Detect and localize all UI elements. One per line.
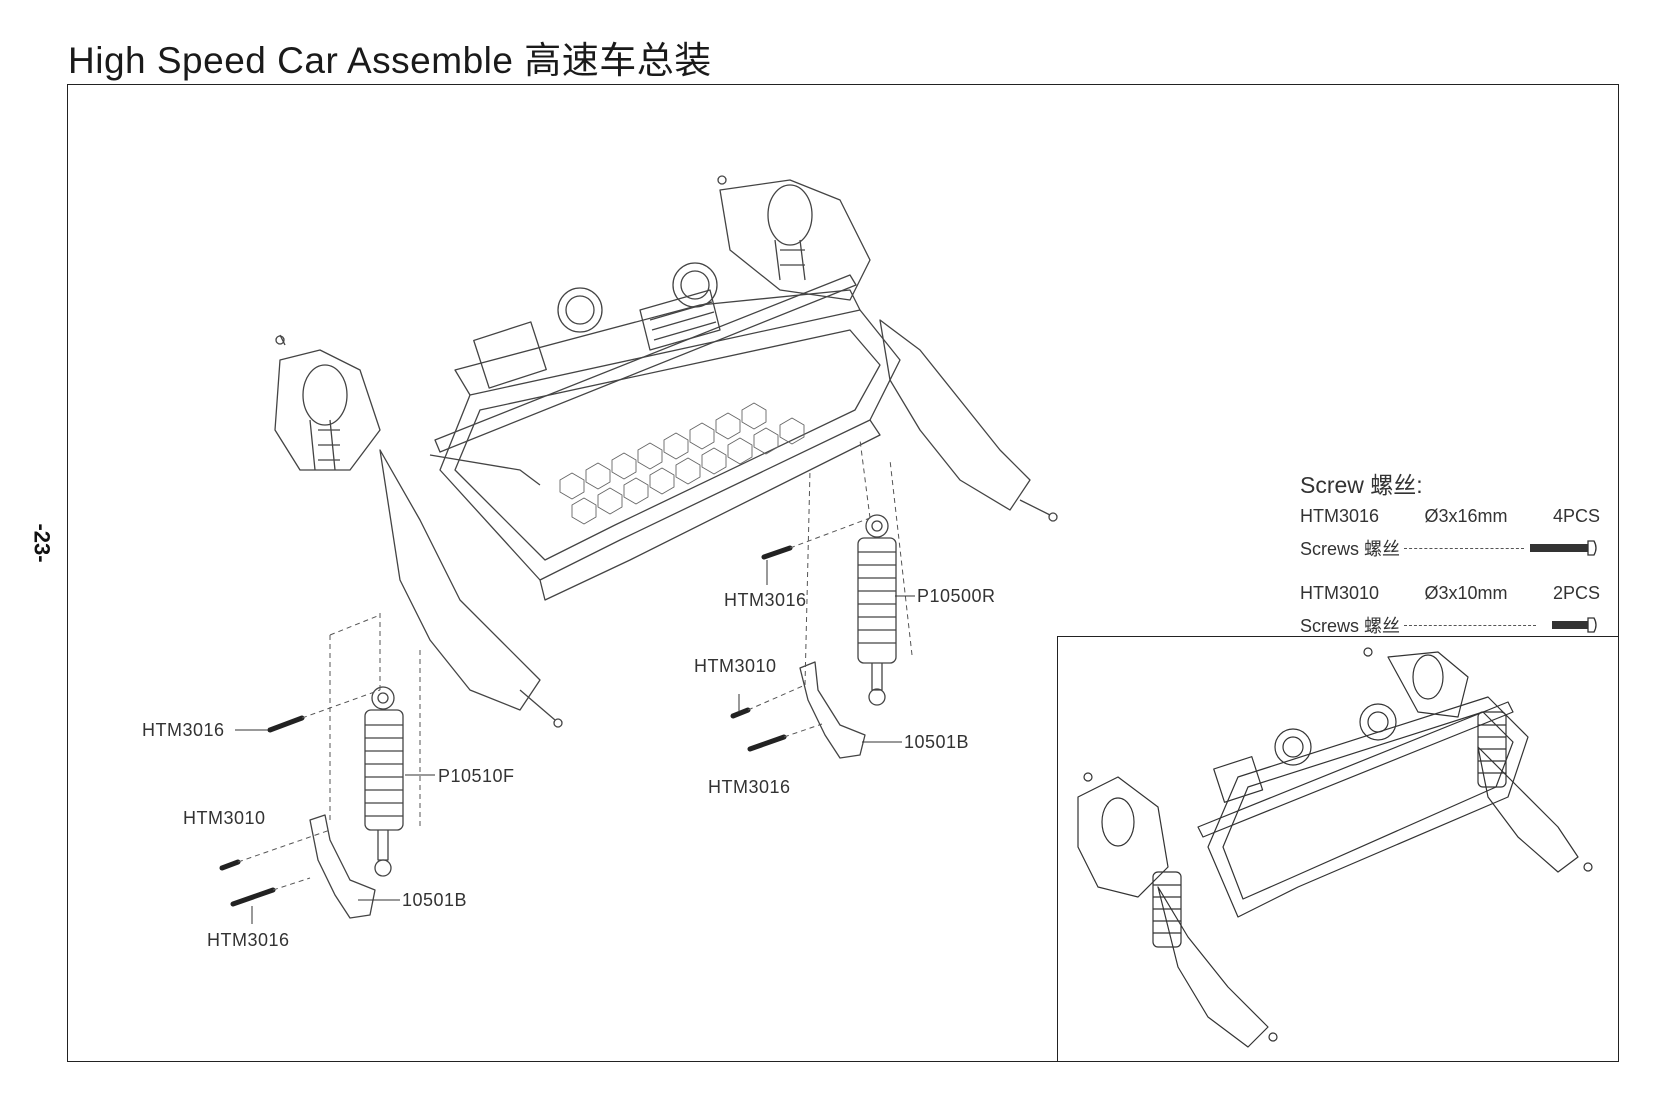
- right-shock-p10500r: [857, 514, 897, 706]
- screw-legend: Screw 螺丝: HTM3016 Ø3x16mm 4PCS Screws 螺丝…: [1300, 466, 1600, 638]
- screw-size: Ø3x10mm: [1424, 583, 1508, 603]
- honeycomb-floor: [559, 402, 805, 525]
- callout-left-bracket: 10501B: [402, 890, 468, 910]
- front-left-suspension: [274, 334, 563, 728]
- screws: [219, 545, 793, 907]
- screw-qty: 2PCS: [1552, 583, 1600, 603]
- right-bracket-10501b: [799, 661, 866, 759]
- left-shock-p10510f: [364, 686, 404, 877]
- screw-qty: 4PCS: [1552, 506, 1600, 526]
- screw-spec-row: HTM3016 Ø3x16mm 4PCS: [1300, 506, 1600, 527]
- leader-lines: [235, 560, 915, 924]
- callout-left-shock: P10510F: [438, 766, 515, 786]
- screw-16mm-icon: [1530, 540, 1597, 556]
- screw-code: HTM3016: [1300, 506, 1380, 526]
- callout-left-bottom-screw: HTM3016: [207, 930, 290, 950]
- screw-10mm-icon: [1552, 617, 1597, 633]
- chassis-tub: [439, 289, 901, 601]
- assembled-car-drawing: [1077, 647, 1593, 1048]
- callout-left-small-screw: HTM3010: [183, 808, 266, 828]
- page-title: High Speed Car Assemble 高速车总装: [68, 40, 712, 81]
- callout-right-bracket: 10501B: [904, 732, 970, 752]
- screw-illustration-row: Screws 螺丝: [1300, 612, 1600, 638]
- screw-size: Ø3x16mm: [1424, 506, 1508, 526]
- screw-label: Screws 螺丝: [1300, 616, 1401, 636]
- callout-right-small-screw: HTM3010: [694, 656, 777, 676]
- assembled-view-inset: [1057, 636, 1619, 1062]
- callout-left-top-screw: HTM3016: [142, 720, 225, 740]
- main-diagram-frame: [67, 84, 1619, 1062]
- callout-right-bottom-screw: HTM3016: [708, 777, 791, 797]
- screw-spec-row: HTM3010 Ø3x10mm 2PCS: [1300, 583, 1600, 604]
- screw-legend-heading: Screw 螺丝:: [1300, 472, 1423, 498]
- electronics: [473, 262, 721, 389]
- top-brace: [429, 274, 857, 486]
- screw-leader-dash: [1404, 547, 1524, 549]
- assembly-guides: [237, 439, 913, 891]
- screw-code: HTM3010: [1300, 583, 1380, 603]
- callout-right-top-screw: HTM3016: [724, 590, 807, 610]
- screw-leader-dash: [1404, 624, 1536, 626]
- screw-label: Screws 螺丝: [1300, 539, 1401, 559]
- screw-illustration-row: Screws 螺丝: [1300, 535, 1600, 561]
- callout-right-shock: P10500R: [917, 586, 996, 606]
- left-bracket-10501b: [309, 814, 376, 919]
- rear-right-suspension: [717, 175, 1058, 522]
